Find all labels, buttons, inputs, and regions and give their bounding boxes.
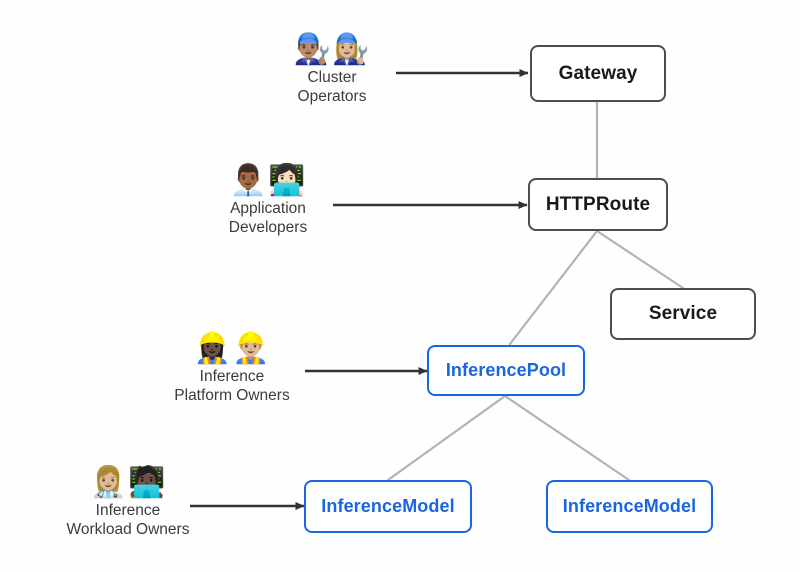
node-gateway-label: Gateway bbox=[558, 62, 638, 84]
persona-inference-workload-owners-label: Inference Workload Owners bbox=[66, 502, 190, 538]
node-inferencepool[interactable]: InferencePool bbox=[427, 345, 585, 396]
inference-platform-owners-icon: 👷🏿‍♀️👷🏼‍♂️ bbox=[193, 332, 271, 365]
node-inferencemodel-2-label: InferenceModel bbox=[562, 496, 697, 516]
node-gateway[interactable]: Gateway bbox=[530, 45, 666, 102]
connector-httproute-service bbox=[595, 229, 685, 290]
persona-application-developers: 👨🏾‍💼👩🏻‍💻 Application Developers bbox=[198, 163, 338, 237]
cluster-operators-icon: 👨🏽‍🔧👩🏼‍🔧 bbox=[293, 33, 371, 66]
connector-inferencepool-inferencemodel-2 bbox=[503, 394, 631, 482]
node-inferencepool-label: InferencePool bbox=[445, 360, 567, 380]
node-inferencemodel-1[interactable]: InferenceModel bbox=[304, 480, 472, 533]
persona-inference-workload-owners: 👩🏼‍⚕️🧑🏿‍💻 Inference Workload Owners bbox=[52, 465, 204, 539]
connector-inferencepool-inferencemodel-1 bbox=[386, 394, 507, 482]
persona-inference-platform-owners-label: Inference Platform Owners bbox=[174, 368, 290, 404]
node-inferencemodel-1-label: InferenceModel bbox=[321, 496, 455, 516]
persona-inference-platform-owners: 👷🏿‍♀️👷🏼‍♂️ Inference Platform Owners bbox=[160, 331, 304, 405]
inference-workload-owners-icon: 👩🏼‍⚕️🧑🏿‍💻 bbox=[89, 466, 167, 499]
node-inferencemodel-2[interactable]: InferenceModel bbox=[546, 480, 713, 533]
persona-cluster-operators-label: Cluster Operators bbox=[297, 69, 367, 105]
application-developers-icon: 👨🏾‍💼👩🏻‍💻 bbox=[229, 164, 307, 197]
node-httproute-label: HTTPRoute bbox=[545, 193, 651, 215]
node-service-label: Service bbox=[648, 303, 718, 324]
persona-cluster-operators: 👨🏽‍🔧👩🏼‍🔧 Cluster Operators bbox=[262, 32, 402, 106]
node-service[interactable]: Service bbox=[610, 288, 756, 340]
connector-httproute-inferencepool bbox=[508, 229, 599, 346]
persona-application-developers-label: Application Developers bbox=[228, 200, 308, 236]
node-httproute[interactable]: HTTPRoute bbox=[528, 178, 668, 231]
